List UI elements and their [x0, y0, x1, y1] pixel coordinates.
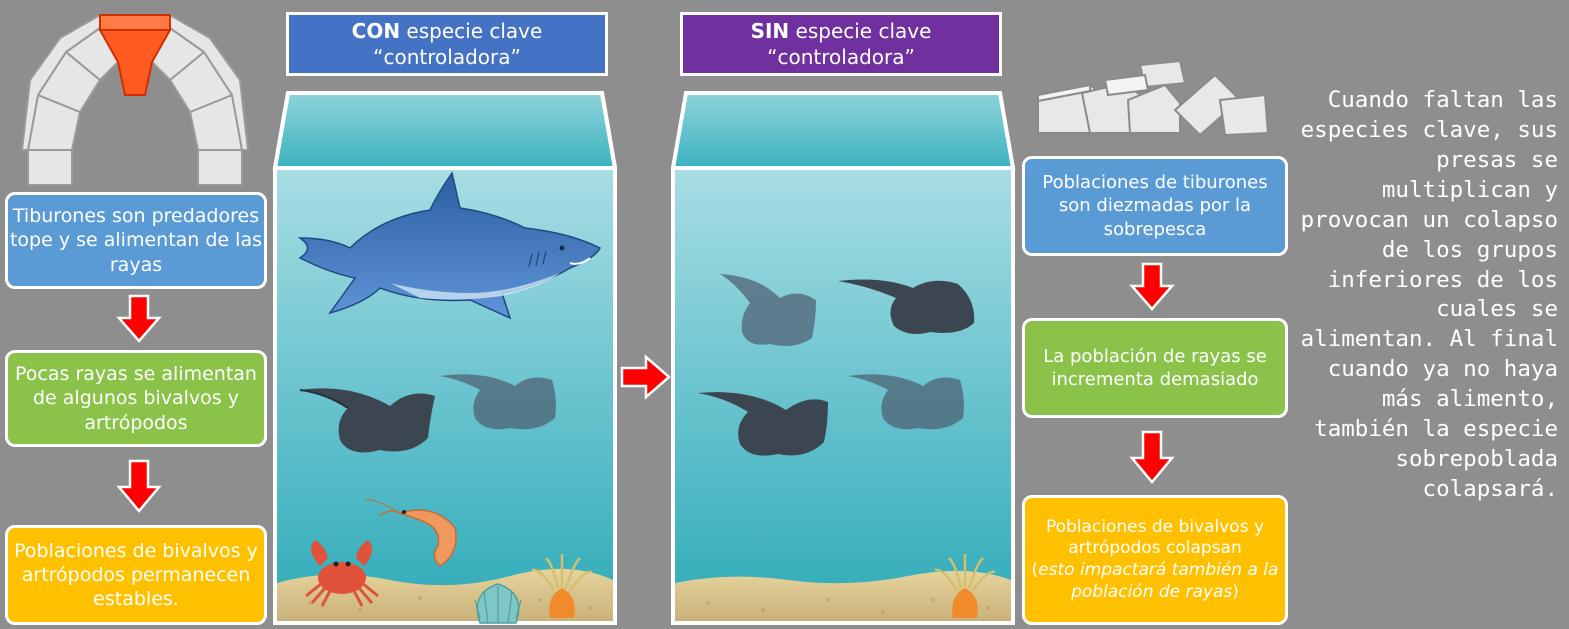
- tank-without-keystone: [668, 88, 1018, 629]
- right-box-bivalves-main: Poblaciones de bivalvos y artrópodos col…: [1046, 517, 1264, 559]
- right-arrow-icon: [620, 354, 672, 400]
- left-box-rays: Pocas rayas se alimentan de algunos biva…: [5, 350, 267, 447]
- keystone-arch-icon: [0, 0, 270, 190]
- header-with-line2: “controladora”: [373, 44, 521, 70]
- right-box-rays: La población de rayas se incrementa dema…: [1022, 318, 1288, 418]
- header-without-keystone: SIN especie clave “controladora”: [680, 12, 1002, 76]
- right-box-bivalves-italic: esto impactará también a la población de…: [1038, 560, 1278, 602]
- down-arrow-icon: [1130, 262, 1174, 312]
- header-without-rest: especie clave: [789, 19, 931, 43]
- right-box-bivalves-text: Poblaciones de bivalvos y artrópodos col…: [1025, 517, 1285, 604]
- left-box-bivalves: Poblaciones de bivalvos y artrópodos per…: [5, 525, 267, 625]
- collapsed-blocks-icon: [1030, 55, 1275, 140]
- right-box-sharks: Poblaciones de tiburones son diezmadas p…: [1022, 156, 1288, 256]
- header-without-line2: “controladora”: [767, 44, 915, 70]
- header-with-rest: especie clave: [400, 19, 542, 43]
- left-box-bivalves-text: Poblaciones de bivalvos y artrópodos per…: [8, 539, 264, 612]
- right-box-bivalves: Poblaciones de bivalvos y artrópodos col…: [1022, 495, 1288, 625]
- left-box-sharks-text: Tiburones son predadores tope y se alime…: [8, 204, 264, 277]
- tank-with-keystone: [270, 88, 620, 629]
- right-box-rays-text: La población de rayas se incrementa dema…: [1025, 345, 1285, 391]
- right-box-sharks-text: Poblaciones de tiburones son diezmadas p…: [1025, 171, 1285, 240]
- down-arrow-icon: [1130, 430, 1174, 485]
- down-arrow-icon: [117, 294, 161, 344]
- header-without-bold: SIN: [751, 19, 790, 43]
- left-box-sharks: Tiburones son predadores tope y se alime…: [5, 192, 267, 289]
- side-note: Cuando faltan las especies clave, sus pr…: [1290, 86, 1558, 505]
- down-arrow-icon: [117, 459, 161, 514]
- left-box-rays-text: Pocas rayas se alimentan de algunos biva…: [8, 362, 264, 435]
- header-with-bold: CON: [352, 19, 400, 43]
- header-with-keystone: CON especie clave “controladora”: [286, 12, 608, 76]
